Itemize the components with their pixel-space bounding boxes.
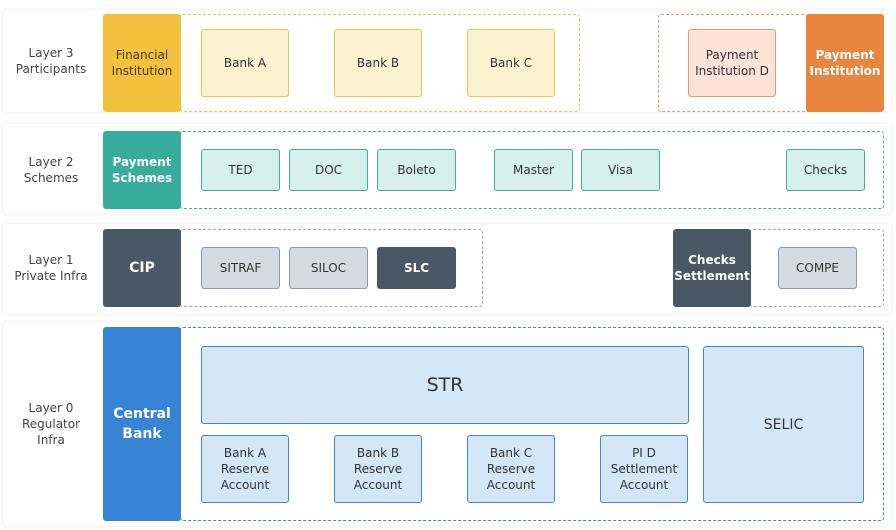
sitraf-box: SITRAF [201,247,280,289]
bank-b-label: Bank B [356,56,400,70]
bank-c-reserve-account-box: Bank C Reserve Account [467,435,555,503]
financial-institution-header: Financial Institution [103,14,181,112]
bank-b-box: Bank B [334,29,422,97]
payment-schemes-header-line: Schemes [111,171,173,185]
payment-institution-header-line: Institution [809,64,881,78]
payment-institution-d-line: Institution D [695,64,769,78]
pi-d-settlement-account-box: PI D Settlement Account [600,435,688,503]
scheme-checks-box: Checks [786,149,865,191]
layer1-label: Layer 1 Private Infra [6,229,96,307]
layer3-label-line: Layer 3 [28,46,74,60]
layer1-label-line: Layer 1 [28,253,74,267]
scheme-visa-label: Visa [608,163,633,177]
sitraf-label: SITRAF [219,261,262,275]
bank-b-reserve-account-line: Bank B [356,446,400,460]
bank-c-label: Bank C [489,56,533,70]
payment-schemes-header: Payment Schemes [103,131,181,209]
siloc-label: SILOC [310,261,347,275]
layer0-label: Layer 0 Regulator Infra [6,327,96,521]
financial-institution-header-line: Institution [111,64,173,78]
pi-d-settlement-account-line: Account [619,478,669,492]
bank-a-reserve-account-line: Bank A [223,446,267,460]
pi-d-settlement-account-line: Settlement [610,462,678,476]
bank-a-reserve-account-line: Account [220,478,270,492]
checks-settlement-header-line: Checks [688,253,736,267]
bank-a-reserve-account-box: Bank A Reserve Account [201,435,289,503]
scheme-ted-box: TED [201,149,280,191]
layer2-label-line: Schemes [23,171,79,185]
checks-settlement-header-line: Settlement [674,269,750,283]
scheme-visa-box: Visa [581,149,660,191]
payment-institution-header-line: Payment [815,48,875,62]
scheme-boleto-label: Boleto [397,163,436,177]
compe-box: COMPE [778,247,857,289]
bank-c-reserve-account-line: Reserve [486,462,536,476]
compe-label: COMPE [796,261,839,275]
scheme-doc-box: DOC [289,149,368,191]
layer3-label-line: Participants [15,62,87,76]
checks-settlement-header: Checks Settlement [673,229,751,307]
payment-institution-d-line: Payment [705,48,759,62]
bank-a-box: Bank A [201,29,289,97]
central-bank-header: Central Bank [103,327,181,521]
scheme-boleto-box: Boleto [377,149,456,191]
bank-a-label: Bank A [223,56,267,70]
slc-label: SLC [403,261,430,275]
bank-b-reserve-account-box: Bank B Reserve Account [334,435,422,503]
payment-schemes-header-line: Payment [112,155,172,169]
payment-institution-header: Payment Institution [806,14,884,112]
slc-box: SLC [377,247,456,289]
layer0-label-line: Regulator [21,417,81,431]
bank-a-reserve-account-line: Reserve [220,462,270,476]
scheme-master-label: Master [513,163,554,177]
str-label: STR [426,374,464,396]
scheme-doc-label: DOC [314,163,343,177]
selic-box: SELIC [703,346,864,503]
payment-institution-d-box: Payment Institution D [688,29,776,97]
bank-c-reserve-account-line: Bank C [489,446,533,460]
layer2-label: Layer 2 Schemes [6,131,96,209]
layer2-label-line: Layer 2 [28,155,74,169]
scheme-ted-label: TED [228,163,253,177]
bank-c-reserve-account-line: Account [486,478,536,492]
selic-label: SELIC [763,416,804,433]
central-bank-header-line: Bank [122,426,162,442]
layer0-label-line: Layer 0 [28,401,74,415]
pi-d-settlement-account-line: PI D [632,446,656,460]
layer1-label-line: Private Infra [14,269,88,283]
layer3-label: Layer 3 Participants [6,14,96,108]
bank-c-box: Bank C [467,29,555,97]
siloc-box: SILOC [289,247,368,289]
scheme-master-box: Master [494,149,573,191]
bank-b-reserve-account-line: Account [353,478,403,492]
cip-header: CIP [103,229,181,307]
central-bank-header-line: Central [113,406,171,422]
bank-b-reserve-account-line: Reserve [353,462,403,476]
financial-institution-header-line: Financial [115,48,169,62]
str-box: STR [201,346,689,424]
cip-header-line: CIP [129,260,155,276]
scheme-checks-label: Checks [803,163,848,177]
layer0-label-line: Infra [37,433,65,447]
